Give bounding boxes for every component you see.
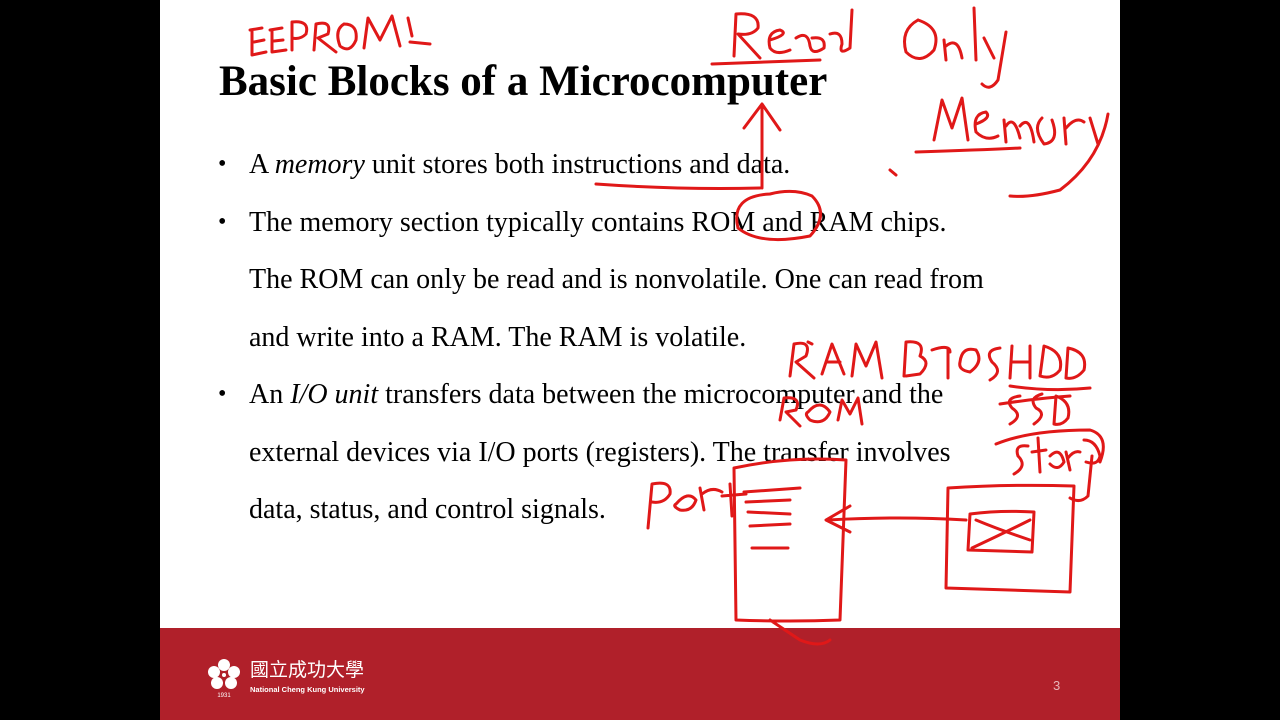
bullet-item-rom-ram: • The memory section typically contains …: [218, 194, 1078, 367]
bullet-dot: •: [218, 151, 227, 177]
bullet-dot: •: [218, 208, 227, 235]
bullet-text-line: data, status, and control signals.: [249, 494, 606, 525]
university-name-en: National Cheng Kung University: [250, 685, 365, 694]
bullet-text-line: The ROM can only be read and is nonvolat…: [249, 264, 984, 295]
logo-year: 1931: [217, 693, 231, 699]
page-number: 3: [1053, 678, 1061, 693]
slide: Basic Blocks of a Microcomputer • A memo…: [160, 0, 1120, 720]
bullet-text: A: [249, 149, 275, 180]
bullet-text-line: The memory section typically contains RO…: [249, 206, 947, 238]
bullet-text: unit stores both instructions and data.: [364, 149, 791, 180]
bullet-text-line: transfers data between the microcomputer…: [378, 379, 944, 410]
bullet-emphasis: memory: [274, 149, 365, 180]
bullet-text-line: and write into a RAM. The RAM is volatil…: [249, 321, 747, 353]
bullet-text-line: external devices via I/O ports (register…: [249, 436, 951, 468]
bullet-text: An: [249, 379, 291, 410]
plum-blossom-icon: [208, 659, 240, 689]
slide-title: Basic Blocks of a Microcomputer: [219, 58, 828, 105]
bullet-dot: •: [218, 381, 227, 407]
university-logo: 1931 國立成功大學 National Cheng Kung Universi…: [208, 659, 365, 699]
bullet-emphasis: I/O unit: [290, 379, 379, 410]
bullet-list: • A memory unit stores both instructions…: [218, 136, 1078, 539]
bullet-item-io: • An I/O unit transfers data between the…: [218, 366, 1078, 539]
university-name-zh: 國立成功大學: [250, 659, 364, 681]
slide-footer: 1931 國立成功大學 National Cheng Kung Universi…: [160, 628, 1120, 720]
bullet-item-memory: • A memory unit stores both instructions…: [218, 136, 1078, 194]
